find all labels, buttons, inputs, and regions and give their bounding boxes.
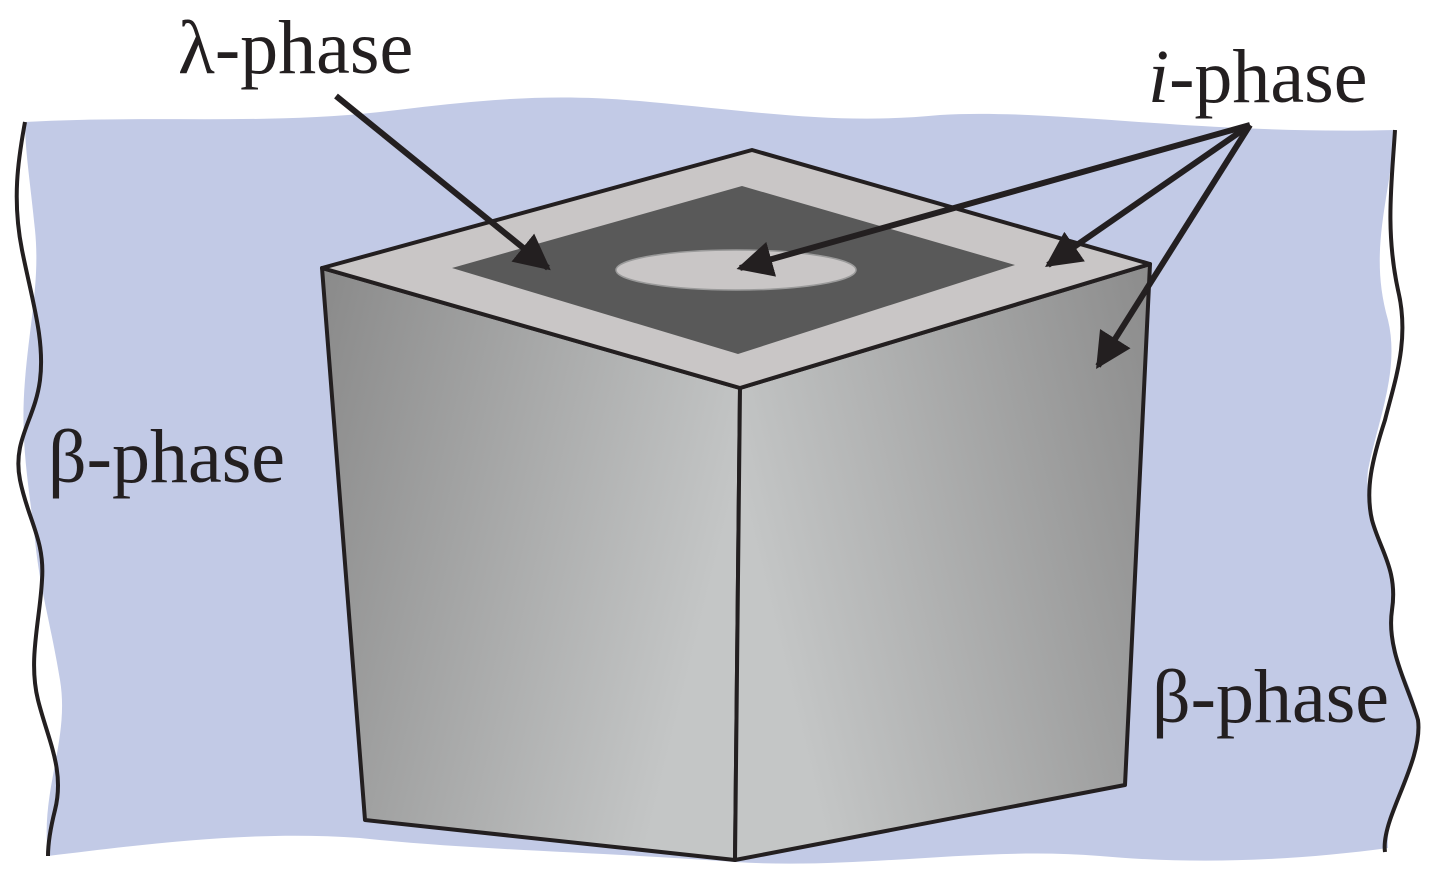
i-phase-label: i-phase bbox=[1148, 35, 1367, 119]
i-phase-label-italic: i bbox=[1148, 35, 1169, 119]
i-phase-label-suffix: -phase bbox=[1169, 35, 1367, 119]
i-phase-arrow-face bbox=[1095, 123, 1253, 370]
i-phase-center-spot bbox=[615, 249, 857, 291]
lambda-phase-arrow bbox=[334, 93, 551, 271]
left-boundary-line bbox=[14, 121, 60, 857]
right-boundary-line bbox=[1367, 129, 1421, 853]
lambda-phase-label: λ-phase bbox=[178, 6, 413, 90]
i-phase-arrow-rim bbox=[1045, 122, 1252, 268]
i-phase-arrow-center bbox=[736, 122, 1251, 277]
beta-phase-label-right: β-phase bbox=[1152, 655, 1389, 739]
beta-phase-label-left: β-phase bbox=[48, 415, 285, 499]
